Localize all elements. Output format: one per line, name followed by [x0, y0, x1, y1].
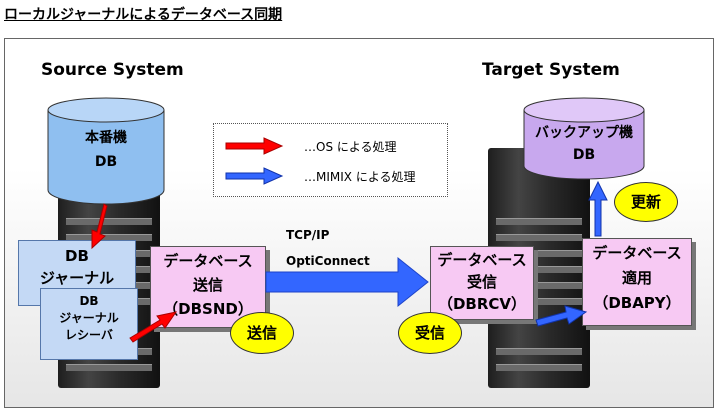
network-label-opticonnect: OptiConnect	[286, 254, 370, 268]
red-arrow-icon	[225, 137, 284, 155]
blue-arrow-dbrcv-to-dbapy	[535, 305, 588, 327]
target-db-label: バックアップ機 DB	[535, 125, 633, 163]
update-badge: 更新	[614, 182, 678, 222]
source-db-label: 本番機 DB	[85, 130, 127, 170]
dbrcv-box: データベース 受信 （DBRCV）	[430, 246, 534, 320]
db-journal-receiver-doc: DB ジャーナル レシーバ	[40, 288, 138, 360]
page-title: ローカルジャーナルによるデータベース同期	[4, 7, 283, 23]
receive-badge: 受信	[398, 312, 462, 354]
legend: …OS による処理 …MIMIX による処理	[213, 123, 448, 197]
blue-arrow-icon	[225, 167, 284, 185]
source-db-cylinder	[47, 97, 165, 205]
red-arrow-receiver-to-dbsnd	[129, 311, 178, 343]
dbapy-box: データベース 適用 （DBAPY）	[582, 238, 692, 326]
network-label-tcpip: TCP/IP	[286, 228, 330, 242]
network-arrow	[265, 256, 429, 308]
source-system-label: Source System	[41, 60, 184, 80]
red-arrow-db-to-journal	[91, 203, 108, 250]
send-badge: 送信	[230, 312, 294, 354]
legend-os: …OS による処理	[224, 136, 397, 156]
legend-mimix: …MIMIX による処理	[224, 166, 415, 186]
blue-arrow-dbapy-to-db	[588, 180, 608, 237]
target-db-cylinder	[523, 97, 645, 180]
target-system-label: Target System	[482, 60, 620, 80]
